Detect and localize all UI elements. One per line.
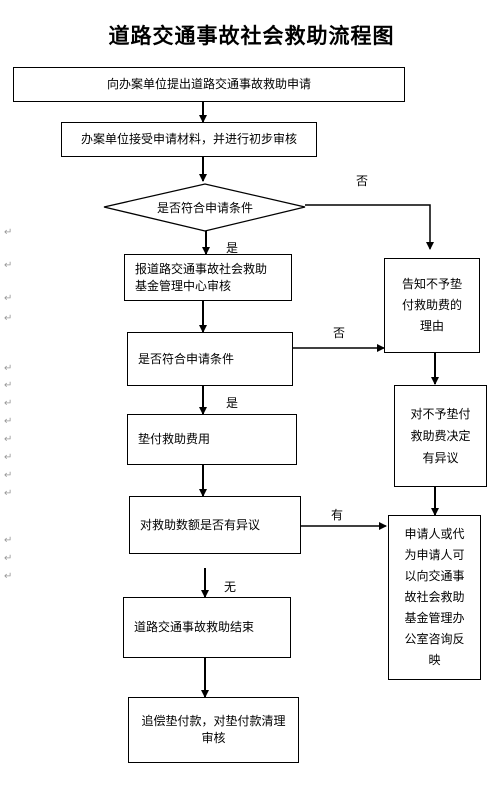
node-dispute-text: 对救助数额是否有异议 [140,517,261,532]
label-no-1: 否 [356,174,369,188]
paragraph-mark: ↵ [4,227,13,238]
node-report-line2: 基金管理中心审核 [135,278,232,293]
label-yes-1: 是 [226,241,239,255]
decision-diamond [103,183,306,232]
node-end: 道路交通事故救助结束 [123,597,291,658]
page-title: 道路交通事故社会救助流程图 [108,24,395,48]
paragraph-mark: ↵ [4,571,13,582]
node-apply: 向办案单位提出道路交通事故救助申请 [13,67,405,102]
node-repay-line1: 追偿垫付款，对垫付款清理 [141,714,286,728]
node-check1: 是否符合申请条件 [156,201,253,215]
node-receive-text: 办案单位接受申请材料，并进行初步审核 [80,132,297,146]
node-dispute: 对救助数额是否有异议 [129,496,301,554]
paragraph-mark: ↵ [4,488,13,499]
label-yes-2: 是 [226,396,239,410]
node-pay-text: 垫付救助费用 [138,432,211,446]
node-check2-text: 是否符合申请条件 [138,351,235,366]
paragraph-mark: ↵ [4,434,13,445]
node-consult-line7: 映 [428,653,441,667]
node-repay-line2: 审核 [201,731,226,745]
node-apply-text: 向办案单位提出道路交通事故救助申请 [106,77,311,91]
node-repay: 追偿垫付款，对垫付款清理 审核 [128,697,299,763]
node-notify-line1: 告知不予垫 [401,277,462,291]
node-notify-line2: 付救助费的 [401,298,462,312]
node-report-line1: 报道路交通事故社会救助 [135,261,268,276]
node-consult-line6: 公室咨询反 [404,632,465,646]
node-pay: 垫付救助费用 [127,414,297,465]
node-consult-line4: 故社会救助 [404,590,465,604]
node-report: 报道路交通事故社会救助 基金管理中心审核 [124,254,292,301]
paragraph-mark: ↵ [4,452,13,463]
node-objection-line3: 有异议 [422,451,459,465]
node-consult-line3: 以向交通事 [404,569,465,583]
paragraph-mark: ↵ [4,398,13,409]
node-receive: 办案单位接受申请材料，并进行初步审核 [61,122,317,157]
node-objection-line1: 对不予垫付 [410,407,471,421]
paragraph-mark: ↵ [4,380,13,391]
paragraph-mark: ↵ [4,470,13,481]
node-consult-line5: 基金管理办 [404,611,465,625]
paragraph-mark: ↵ [4,535,13,546]
paragraph-mark: ↵ [4,260,13,271]
paragraph-mark: ↵ [4,293,13,304]
paragraph-mark: ↵ [4,363,13,374]
paragraph-mark: ↵ [4,313,13,324]
paragraph-mark: ↵ [4,416,13,427]
label-none: 无 [224,580,237,594]
node-notify: 告知不予垫 付救助费的 理由 [384,258,480,353]
paragraph-mark: ↵ [4,553,13,564]
node-consult-line1: 申请人或代 [404,527,465,541]
node-end-text: 道路交通事故救助结束 [134,620,255,634]
arrow-check1-notify [305,204,434,250]
node-check2: 是否符合申请条件 [127,332,293,386]
node-objection-line2: 救助费决定 [410,429,471,443]
node-consult-line2: 为申请人可 [404,548,465,562]
node-objection: 对不予垫付 救助费决定 有异议 [394,385,487,487]
node-consult: 申请人或代 为申请人可 以向交通事 故社会救助 基金管理办 公室咨询反 映 [388,515,481,680]
label-no-2: 否 [333,326,346,340]
node-notify-line3: 理由 [419,319,444,333]
label-has: 有 [331,508,344,522]
